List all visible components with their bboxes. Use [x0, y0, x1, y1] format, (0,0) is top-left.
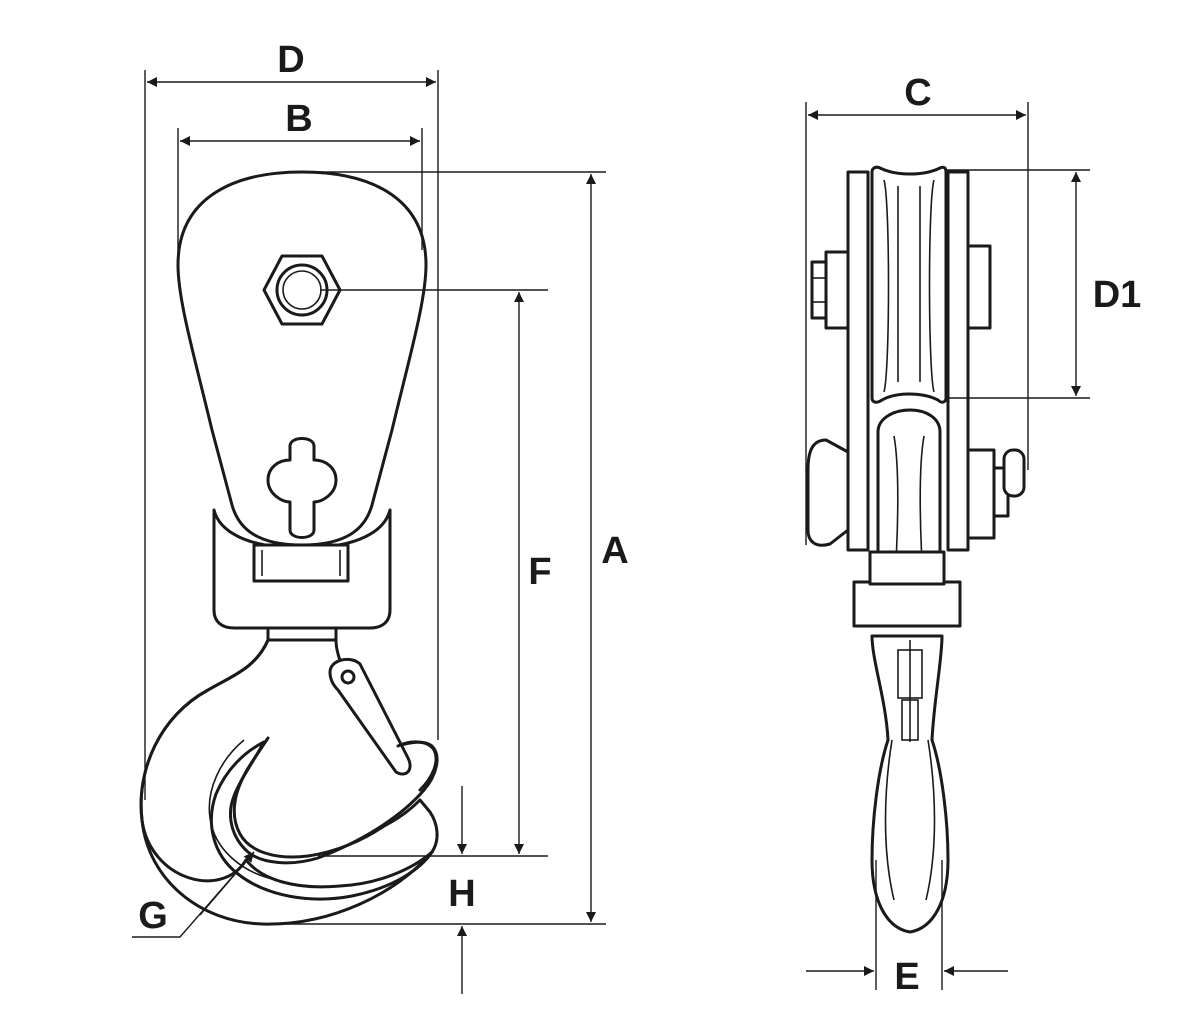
front-hook-shank: [266, 626, 338, 642]
side-swivel-eye: [876, 408, 942, 594]
side-dimension-lines: [806, 110, 1081, 976]
side-hook-profile: [870, 634, 950, 934]
label-h: H: [448, 873, 475, 915]
side-view: [806, 165, 1026, 934]
label-c: C: [904, 72, 931, 114]
side-swivel-collar: [852, 580, 962, 628]
side-side-pin-knob: [806, 438, 850, 547]
front-dimension-lines: [147, 77, 596, 994]
front-hook-latch: [328, 657, 412, 776]
side-left-plate: [846, 170, 870, 552]
front-keyhole-pin: [266, 437, 338, 539]
label-b: B: [285, 98, 312, 140]
label-g: G: [138, 895, 168, 937]
side-cotter-boss: [966, 448, 996, 540]
side-extension-lines: [805, 102, 1090, 990]
label-d: D: [277, 39, 304, 81]
front-view: [139, 170, 439, 926]
side-sheave: [870, 165, 948, 404]
side-right-plate: [946, 170, 970, 552]
dimension-labels: D B A F H G C D1 E: [138, 39, 1141, 998]
label-e: E: [894, 956, 919, 998]
label-a: A: [601, 530, 628, 572]
front-hook-throat: [232, 736, 386, 859]
side-axle-boss-right: [966, 244, 992, 330]
label-d1: D1: [1093, 274, 1142, 316]
side-cotter-pin: [1002, 448, 1026, 498]
front-swivel-window: [252, 543, 350, 583]
dim-leader-g: [199, 851, 255, 916]
front-cheek-plate: [176, 170, 428, 547]
label-f: F: [528, 551, 551, 593]
front-extension-lines: [132, 70, 606, 938]
